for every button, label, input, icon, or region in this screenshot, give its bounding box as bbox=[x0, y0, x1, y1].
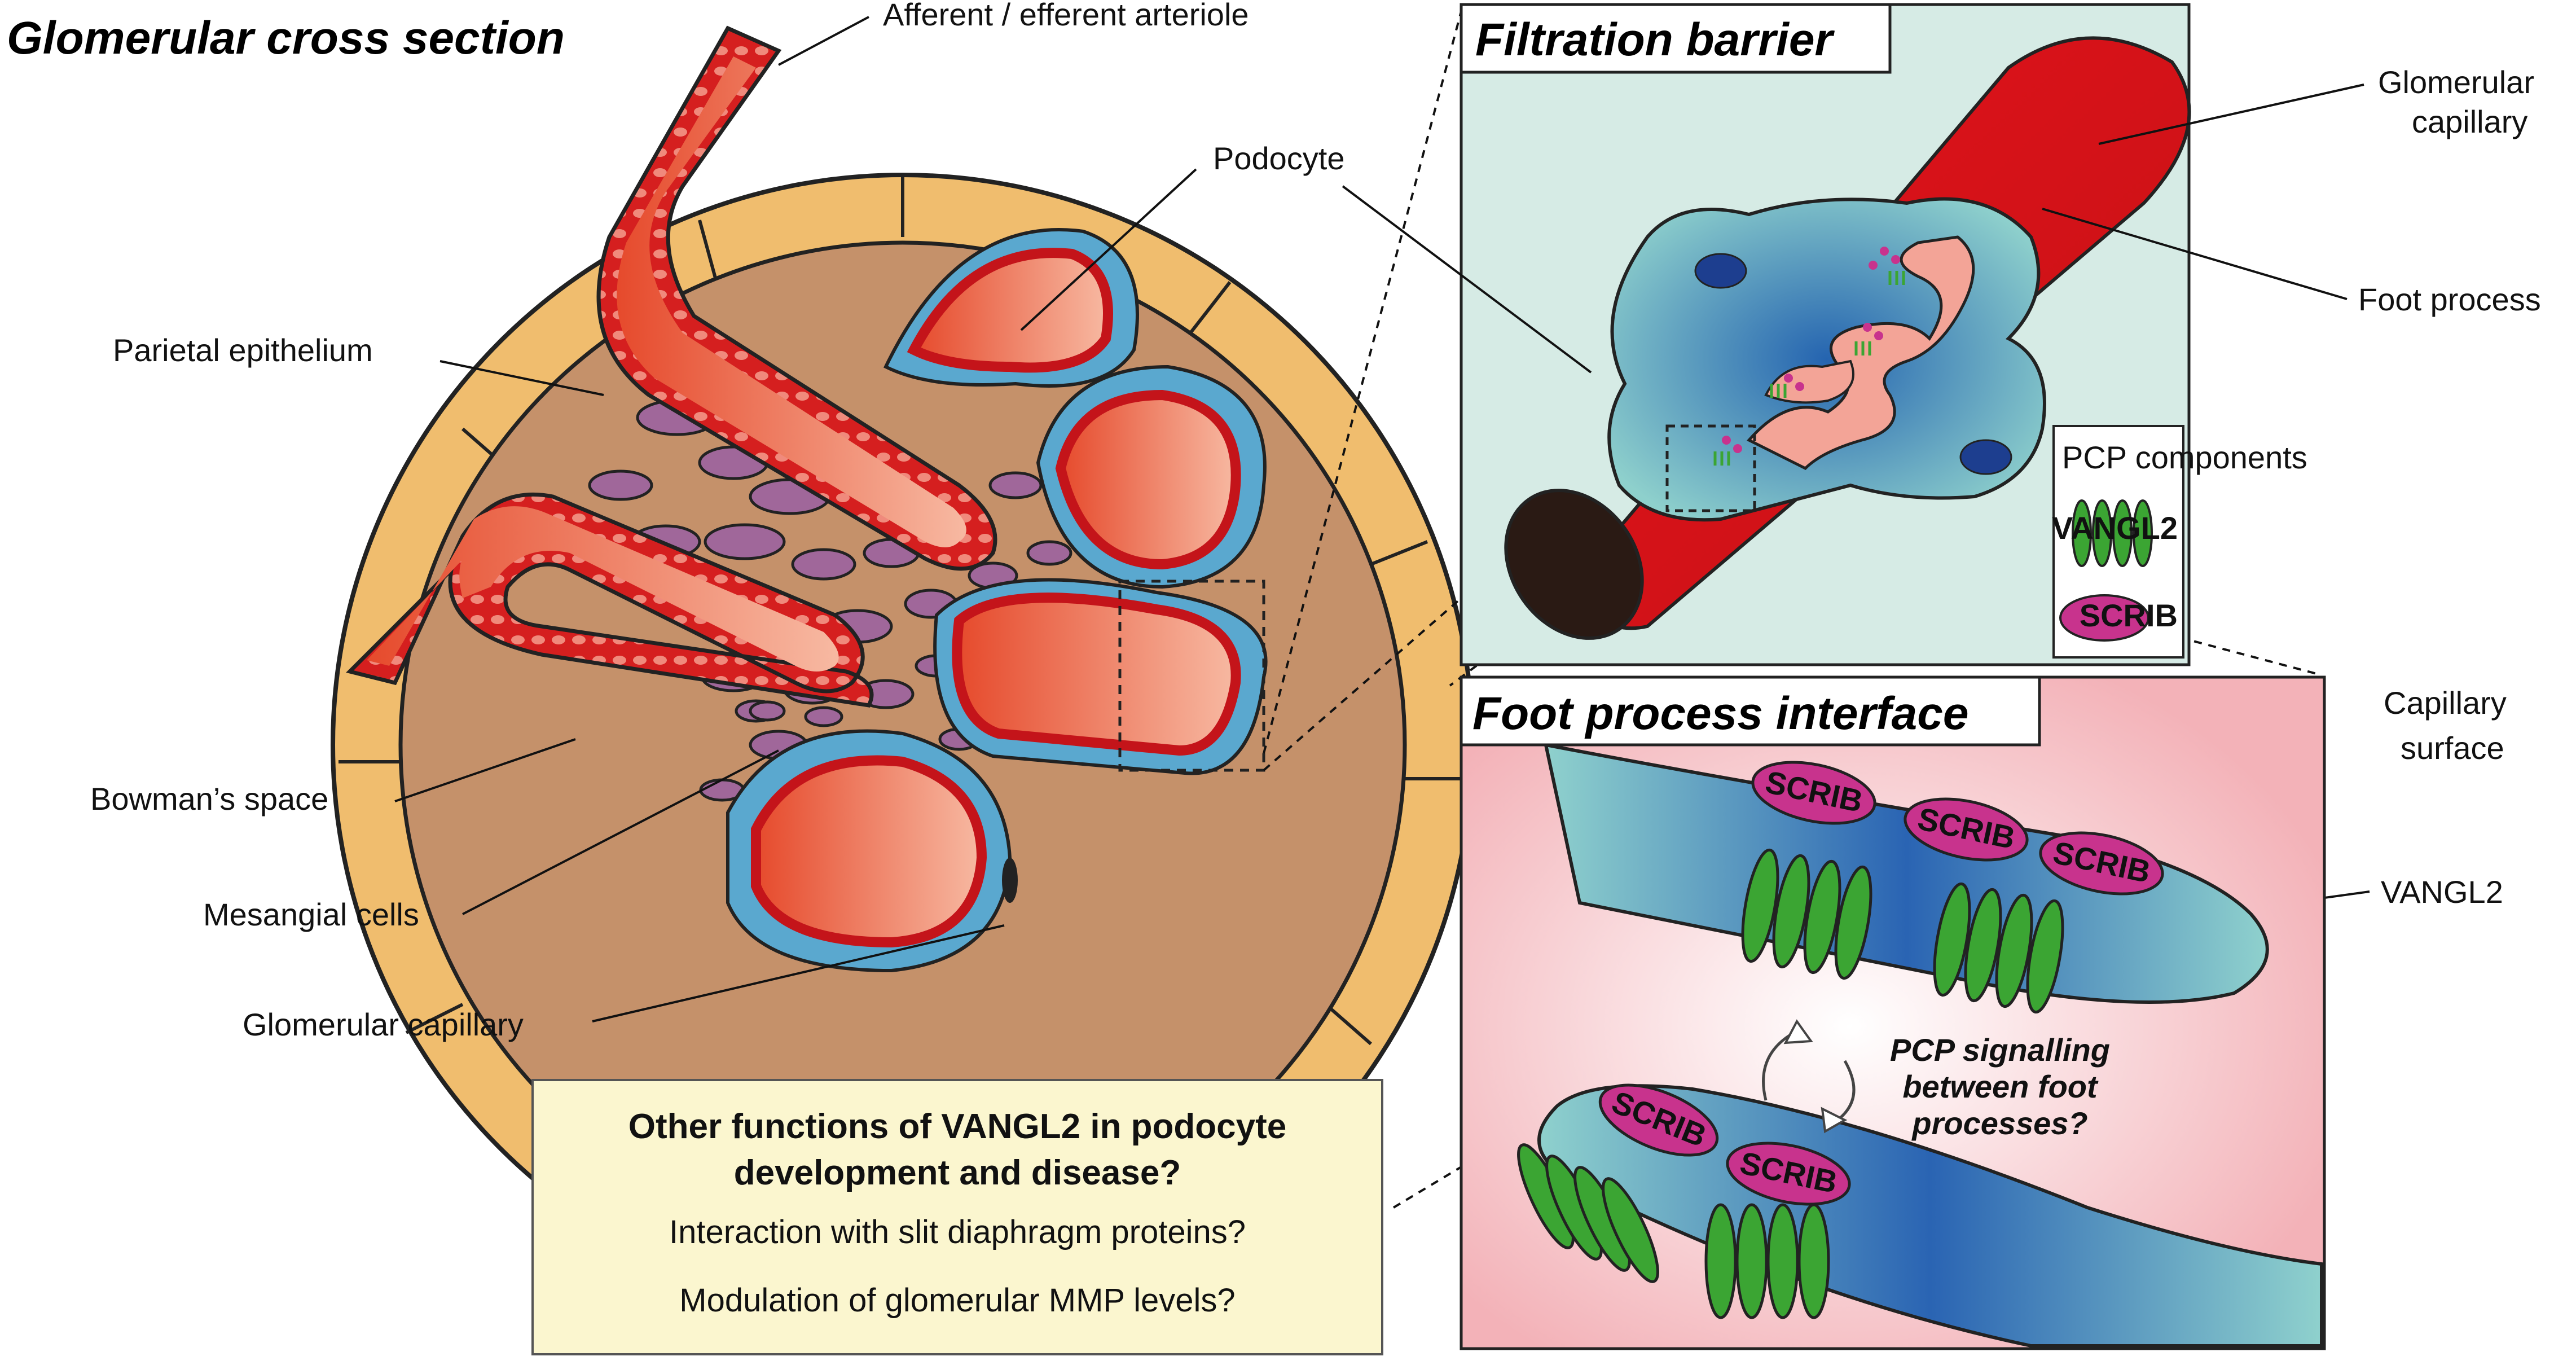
label-vangl2: VANGL2 bbox=[2381, 874, 2503, 910]
label-mesangial: Mesangial cells bbox=[203, 897, 419, 932]
legend-vangl2-icon bbox=[2072, 499, 2153, 567]
foot-process-salmon-2 bbox=[1764, 359, 1854, 404]
note-line-1: Interaction with slit diaphragm proteins… bbox=[669, 1214, 1246, 1250]
podocyte-nucleus-1 bbox=[1694, 253, 1747, 289]
interface-title-box bbox=[1460, 675, 2041, 747]
label-parietal: Parietal epithelium bbox=[113, 332, 373, 368]
pcp-legend-title: PCP components bbox=[2062, 440, 2307, 475]
glomerular-capillaries bbox=[726, 228, 1268, 973]
scrib-lower-2: SCRIB bbox=[1726, 1142, 1851, 1206]
arteriole-lower-lumen bbox=[367, 506, 839, 671]
signal-text-3: processes? bbox=[1911, 1105, 2087, 1141]
signalling-arrows bbox=[1762, 1019, 1856, 1134]
legend-vangl2-label: VANGL2 bbox=[2052, 510, 2178, 546]
label-cap-surface-1: Capillary bbox=[2384, 685, 2507, 721]
label-glom-cap-right-2: capillary bbox=[2412, 104, 2527, 139]
label-arteriole: Afferent / efferent arteriole bbox=[883, 0, 1249, 32]
scrib-upper-3: SCRIB bbox=[2039, 831, 2164, 896]
label-bowman: Bowman’s space bbox=[90, 781, 328, 817]
vangl2-functions-box: Other functions of VANGL2 in podocyte de… bbox=[531, 1079, 1383, 1355]
inset-box-barrier bbox=[1665, 424, 1756, 512]
legend-scrib-icon bbox=[2059, 594, 2149, 642]
label-glom-cap-left: Glomerular capillary bbox=[243, 1007, 524, 1042]
barrier-pcp-markers bbox=[1713, 247, 1905, 466]
capillary-top bbox=[883, 228, 1139, 388]
glomerulus bbox=[331, 25, 1475, 1317]
interface-title: Foot process interface bbox=[1472, 688, 1968, 739]
vangl2-lower-2 bbox=[1704, 1203, 1830, 1319]
label-foot-process: Foot process bbox=[2358, 282, 2541, 317]
leader-lines-right bbox=[1342, 84, 2370, 938]
filtration-panel: PCP components VANGL2 SCRIB Filtration b… bbox=[1460, 3, 2307, 666]
filtration-title: Filtration barrier bbox=[1475, 14, 1835, 65]
label-podocyte-left: Podocyte bbox=[1213, 141, 1345, 176]
legend-scrib-label: SCRIB bbox=[2080, 598, 2178, 633]
interface-panel: SCRIB SCRIB SCRIB SCRIB bbox=[1460, 675, 2326, 1350]
capillary-middle bbox=[933, 578, 1268, 775]
signal-text-1: PCP signalling bbox=[1890, 1032, 2110, 1068]
arteriole-upper-lumen bbox=[617, 56, 966, 547]
filtration-title-box bbox=[1460, 3, 1892, 74]
label-cap-surface-2: surface bbox=[2401, 730, 2504, 766]
note-heading-line-2: development and disease? bbox=[733, 1153, 1181, 1192]
vangl2-lower-1 bbox=[1517, 1143, 1659, 1283]
note-heading: Other functions of VANGL2 in podocyte de… bbox=[534, 1104, 1381, 1196]
arterioles bbox=[346, 25, 997, 708]
pcp-legend: PCP components VANGL2 SCRIB bbox=[2052, 425, 2307, 659]
mesangial-cell-dark bbox=[1002, 858, 1018, 903]
note-line-2: Modulation of glomerular MMP levels? bbox=[679, 1282, 1236, 1319]
podocyte-nucleus-2 bbox=[1959, 439, 2012, 475]
label-glom-cap-right-1: Glomerular bbox=[2378, 64, 2534, 100]
vangl2-upper-2 bbox=[1933, 882, 2064, 1014]
inset-box-left bbox=[1118, 580, 1265, 772]
capillary-right bbox=[1036, 365, 1267, 589]
leader-lines-left bbox=[394, 16, 1197, 1022]
signal-text-2: between foot bbox=[1902, 1069, 2099, 1104]
cross-section-title: Glomerular cross section bbox=[7, 12, 565, 64]
capillary-lumen-end bbox=[1504, 489, 1644, 640]
vangl2-upper-1 bbox=[1741, 848, 1872, 980]
arteriole-upper bbox=[596, 25, 997, 571]
note-heading-line-1: Other functions of VANGL2 in podocyte bbox=[628, 1107, 1287, 1146]
